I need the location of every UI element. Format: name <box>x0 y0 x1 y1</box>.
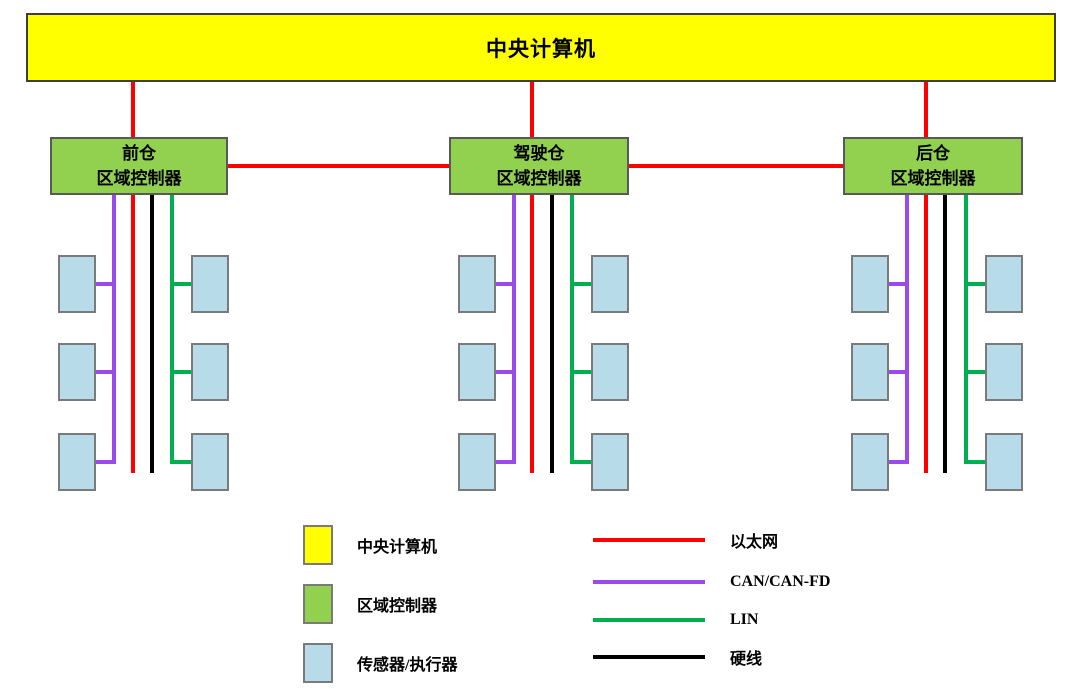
lin-stub-line <box>170 282 193 286</box>
legend-line-lin <box>593 618 705 622</box>
sensor-actuator-node <box>458 343 496 401</box>
can-stub-line <box>494 282 516 286</box>
sensor-actuator-node <box>458 255 496 313</box>
legend-line-ethernet <box>593 538 705 542</box>
lin-bus-line-front <box>170 195 174 464</box>
can-stub-line <box>887 460 909 464</box>
ethernet-link-line <box>228 164 449 168</box>
lin-stub-line <box>964 460 987 464</box>
ethernet-drop-line-rear <box>924 82 928 137</box>
legend-item-ethernet: 以太网 <box>593 528 778 552</box>
lin-stub-line <box>170 460 193 464</box>
sensor-actuator-node <box>851 433 889 491</box>
lin-bus-line-rear <box>964 195 968 464</box>
zone-controller-node-front: 前仓区域控制器 <box>50 137 228 195</box>
sensor-actuator-node <box>851 343 889 401</box>
legend-label-hardwire: 硬线 <box>730 651 763 668</box>
lin-stub-line <box>964 370 987 374</box>
legend-swatch-central-computer <box>303 525 333 565</box>
zone-label-line2: 区域控制器 <box>96 169 182 188</box>
ethernet-bus-line-front <box>131 195 135 473</box>
zone-label-line1: 驾驶仓 <box>513 144 565 163</box>
legend-item-sensor-actuator: 传感器/执行器 <box>303 643 457 683</box>
sensor-actuator-node <box>851 255 889 313</box>
sensor-actuator-node <box>985 255 1023 313</box>
sensor-actuator-node <box>591 343 629 401</box>
sensor-actuator-node <box>191 433 229 491</box>
sensor-actuator-node <box>191 343 229 401</box>
legend-label-sensor-actuator: 传感器/执行器 <box>357 657 458 674</box>
can-bus-line-rear <box>905 195 909 464</box>
zone-label-line1: 前仓 <box>122 144 156 163</box>
lin-stub-line <box>570 370 593 374</box>
sensor-actuator-node <box>985 343 1023 401</box>
hardwire-bus-line-cockpit <box>550 195 554 473</box>
zone-controller-node-rear: 后仓区域控制器 <box>843 137 1023 195</box>
can-stub-line <box>494 460 516 464</box>
legend-label-central-computer: 中央计算机 <box>357 539 438 556</box>
legend-item-hardwire: 硬线 <box>593 645 762 669</box>
sensor-actuator-node <box>191 255 229 313</box>
ethernet-link-line <box>629 164 843 168</box>
zone-label-line2: 区域控制器 <box>890 169 976 188</box>
sensor-actuator-node <box>591 255 629 313</box>
legend-line-can <box>593 580 705 584</box>
lin-stub-line <box>170 370 193 374</box>
legend-item-zone-controller: 区域控制器 <box>303 584 437 624</box>
lin-stub-line <box>964 282 987 286</box>
can-stub-line <box>94 460 116 464</box>
legend-swatch-sensor-actuator <box>303 643 333 683</box>
can-stub-line <box>887 282 909 286</box>
can-stub-line <box>94 370 116 374</box>
legend-item-central-computer: 中央计算机 <box>303 525 437 565</box>
sensor-actuator-node <box>58 343 96 401</box>
legend-line-hardwire <box>593 655 705 659</box>
zone-label-line2: 区域控制器 <box>496 169 582 188</box>
legend-label-lin: LIN <box>730 611 759 628</box>
central-computer-node: 中央计算机 <box>26 13 1056 82</box>
zone-controller-node-cockpit: 驾驶仓区域控制器 <box>449 137 629 195</box>
sensor-actuator-node <box>591 433 629 491</box>
sensor-actuator-node <box>458 433 496 491</box>
can-stub-line <box>494 370 516 374</box>
can-bus-line-front <box>112 195 116 464</box>
hardwire-bus-line-front <box>150 195 154 473</box>
ethernet-drop-line-front <box>131 82 135 137</box>
zone-label-line1: 后仓 <box>916 144 950 163</box>
can-bus-line-cockpit <box>512 195 516 464</box>
can-stub-line <box>887 370 909 374</box>
legend-label-can: CAN/CAN-FD <box>730 573 831 590</box>
sensor-actuator-node <box>985 433 1023 491</box>
central-computer-label: 中央计算机 <box>486 36 596 61</box>
ethernet-bus-line-rear <box>924 195 928 473</box>
ethernet-drop-line-cockpit <box>530 82 534 137</box>
legend-item-can: CAN/CAN-FD <box>593 570 830 594</box>
hardwire-bus-line-rear <box>943 195 947 473</box>
sensor-actuator-node <box>58 433 96 491</box>
sensor-actuator-node <box>58 255 96 313</box>
lin-stub-line <box>570 282 593 286</box>
ethernet-bus-line-cockpit <box>530 195 534 473</box>
can-stub-line <box>94 282 116 286</box>
legend-item-lin: LIN <box>593 608 758 632</box>
lin-stub-line <box>570 460 593 464</box>
legend-label-ethernet: 以太网 <box>730 534 779 551</box>
lin-bus-line-cockpit <box>570 195 574 464</box>
legend-label-zone-controller: 区域控制器 <box>357 598 438 615</box>
legend-swatch-zone-controller <box>303 584 333 624</box>
